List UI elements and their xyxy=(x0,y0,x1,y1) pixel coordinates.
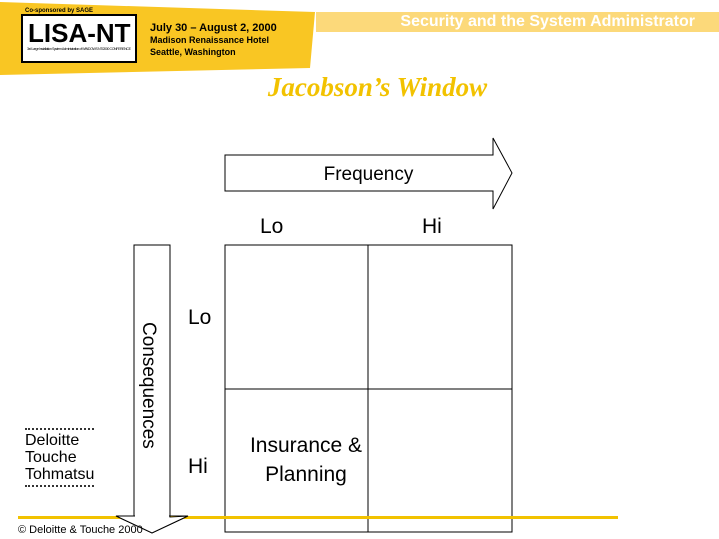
topic-bar: Security and the System Administrator xyxy=(316,12,719,32)
frequency-lo: Lo xyxy=(260,215,284,238)
svg-text:July 30 – August 2, 2000: July 30 – August 2, 2000 xyxy=(150,22,277,34)
svg-text:Co-sponsored by SAGE: Co-sponsored by SAGE xyxy=(25,8,93,14)
svg-text:LISA-NT: LISA-NT xyxy=(28,18,131,48)
deloitte-logo: Deloitte Touche Tohmatsu xyxy=(25,428,95,487)
consequences-label: Consequences xyxy=(138,322,159,449)
footer-line xyxy=(18,516,618,519)
cell-insurance-planning: Insurance & Planning xyxy=(249,434,363,486)
consequences-hi: Hi xyxy=(188,455,208,478)
svg-text:Madison Renaissance Hotel: Madison Renaissance Hotel xyxy=(150,35,269,45)
slide-title: Jacobson’s Window xyxy=(267,72,488,102)
frequency-arrow xyxy=(224,137,513,210)
consequences-lo: Lo xyxy=(188,306,212,329)
frequency-label: Frequency xyxy=(323,164,414,185)
frequency-hi: Hi xyxy=(422,215,442,238)
conference-banner: Co-sponsored by SAGE LISA-NT 3rd Large I… xyxy=(0,2,315,75)
svg-text:Seattle, Washington: Seattle, Washington xyxy=(150,47,236,57)
copyright: © Deloitte & Touche 2000 xyxy=(18,524,143,536)
svg-text:3rd Large Installation System: 3rd Large Installation System Administra… xyxy=(27,47,132,51)
